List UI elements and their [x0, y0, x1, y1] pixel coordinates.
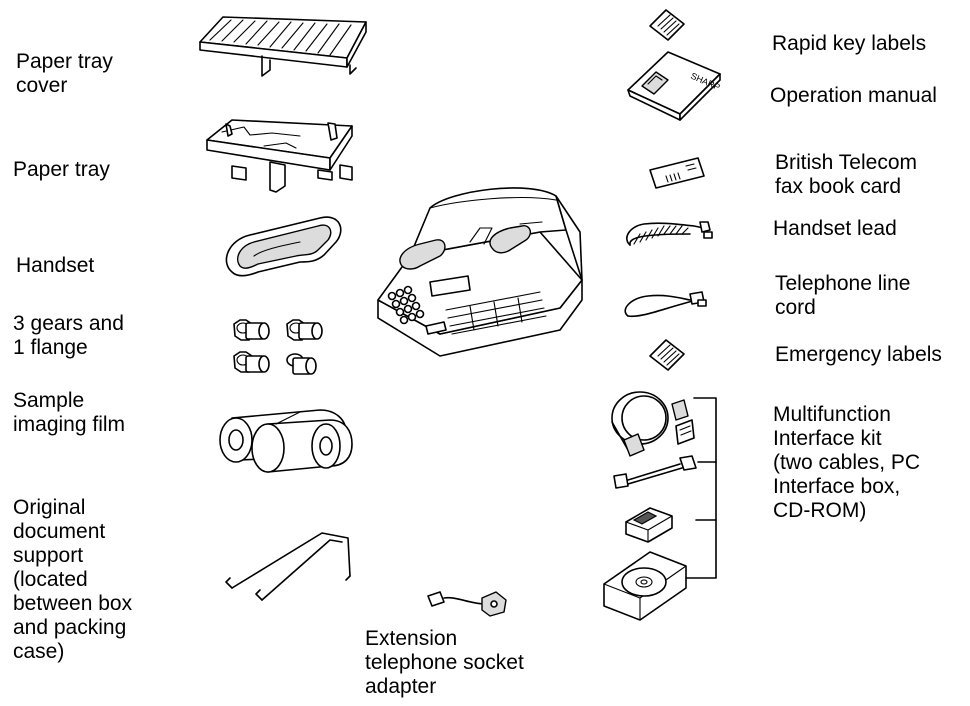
- emergency-labels-illustration: [649, 339, 685, 371]
- interface-cable-2-illustration: [613, 455, 697, 489]
- label-handset-lead: Handset lead: [773, 217, 897, 240]
- label-paper-tray-cover: Paper tray cover: [16, 50, 113, 97]
- label-line-cord: Telephone line cord: [775, 272, 911, 319]
- paper-tray-illustration: [206, 119, 353, 193]
- label-emergency-labels: Emergency labels: [775, 343, 942, 366]
- label-paper-tray: Paper tray: [13, 158, 110, 181]
- label-document-support: Original document support (located betwe…: [13, 496, 133, 663]
- label-gears: 3 gears and 1 flange: [13, 312, 124, 359]
- paper-tray-cover-illustration: [199, 16, 367, 77]
- label-imaging-film: Sample imaging film: [13, 389, 126, 436]
- label-interface-kit: Multifunction Interface kit (two cables,…: [773, 403, 921, 522]
- fax-machine-illustration: [377, 187, 583, 357]
- handset-lead-illustration: [626, 221, 713, 246]
- label-extension-adapter: Extension telephone socket adapter: [365, 627, 524, 698]
- document-support-illustration: [225, 532, 351, 601]
- label-handset: Handset: [16, 254, 95, 277]
- fax-book-card-illustration: [649, 157, 705, 189]
- cd-rom-illustration: [603, 551, 687, 621]
- operation-manual-illustration: [627, 51, 721, 121]
- label-rapid-key-labels: Rapid key labels: [772, 32, 927, 55]
- interface-cable-1-illustration: [611, 391, 695, 457]
- rapid-key-labels-illustration: [649, 9, 685, 41]
- pc-interface-box-illustration: [625, 507, 673, 543]
- label-operation-manual: Operation manual: [770, 84, 937, 107]
- handset-illustration: [225, 216, 342, 277]
- interface-kit-bracket: [685, 397, 717, 579]
- extension-adapter-illustration: [427, 591, 507, 617]
- gears-illustration: [233, 319, 323, 375]
- label-fax-book-card: British Telecom fax book card: [775, 151, 917, 198]
- imaging-film-illustration: [219, 409, 353, 473]
- telephone-line-cord-illustration: [624, 291, 707, 318]
